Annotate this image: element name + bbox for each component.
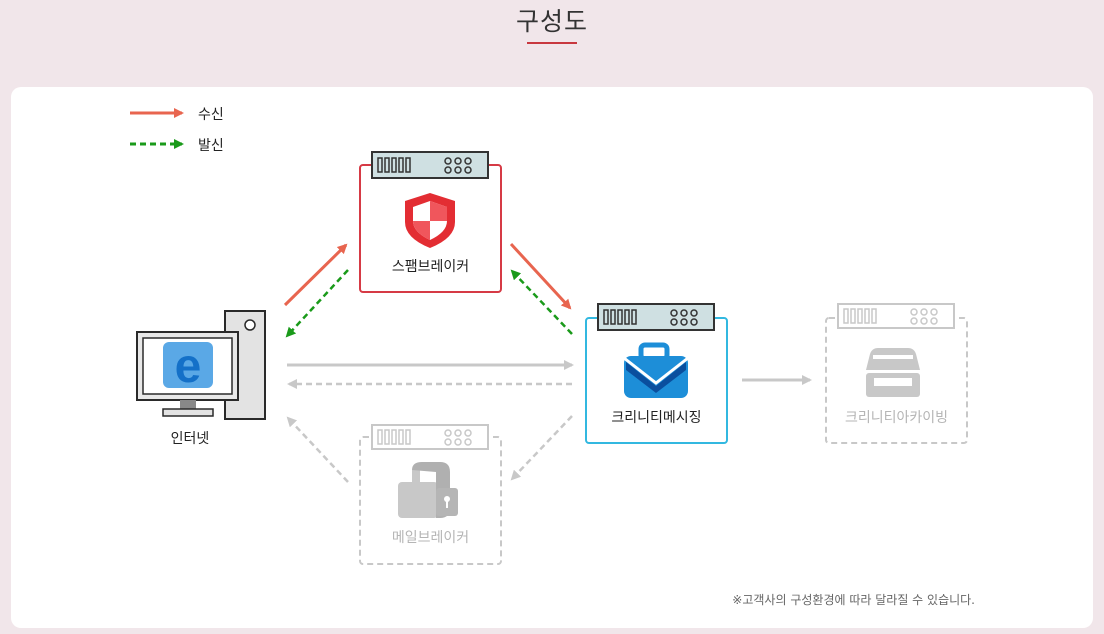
mailbreaker-send-arrow — [286, 416, 349, 483]
internet-explorer-icon: e — [163, 340, 213, 393]
legend-receive-label: 수신 — [198, 107, 224, 123]
internet-label: 인터넷 — [170, 431, 210, 447]
crinity-archiving-label: 크리니티아카이빙 — [844, 410, 949, 426]
mailbreaker-relay-arrow — [510, 415, 573, 481]
receive-arrow — [509, 242, 572, 310]
page-title: 구성도 — [515, 7, 588, 36]
svg-text:e: e — [175, 340, 202, 393]
archive-tray-icon — [866, 348, 920, 397]
server-rack-icon — [371, 424, 489, 450]
server-rack-icon — [837, 303, 955, 329]
title-underline — [527, 42, 577, 44]
crinity-messaging-label: 크리니티메시징 — [611, 410, 702, 426]
send-arrow — [285, 269, 349, 338]
computer-icon: e — [136, 310, 266, 420]
spambreaker-label: 스팸브레이커 — [391, 259, 470, 275]
server-rack-icon — [597, 303, 715, 331]
mailbreaker-label: 메일브레이커 — [391, 530, 470, 546]
mail-lock-icon — [398, 462, 458, 518]
server-rack-icon — [371, 151, 489, 179]
mail-briefcase-icon — [623, 342, 689, 398]
send-arrow — [510, 269, 573, 335]
footnote: ※고객사의 구성환경에 따라 달라질 수 있습니다. — [732, 593, 975, 607]
shield-icon — [405, 193, 455, 248]
legend-send-label: 발신 — [198, 138, 224, 154]
receive-arrow — [283, 243, 348, 307]
